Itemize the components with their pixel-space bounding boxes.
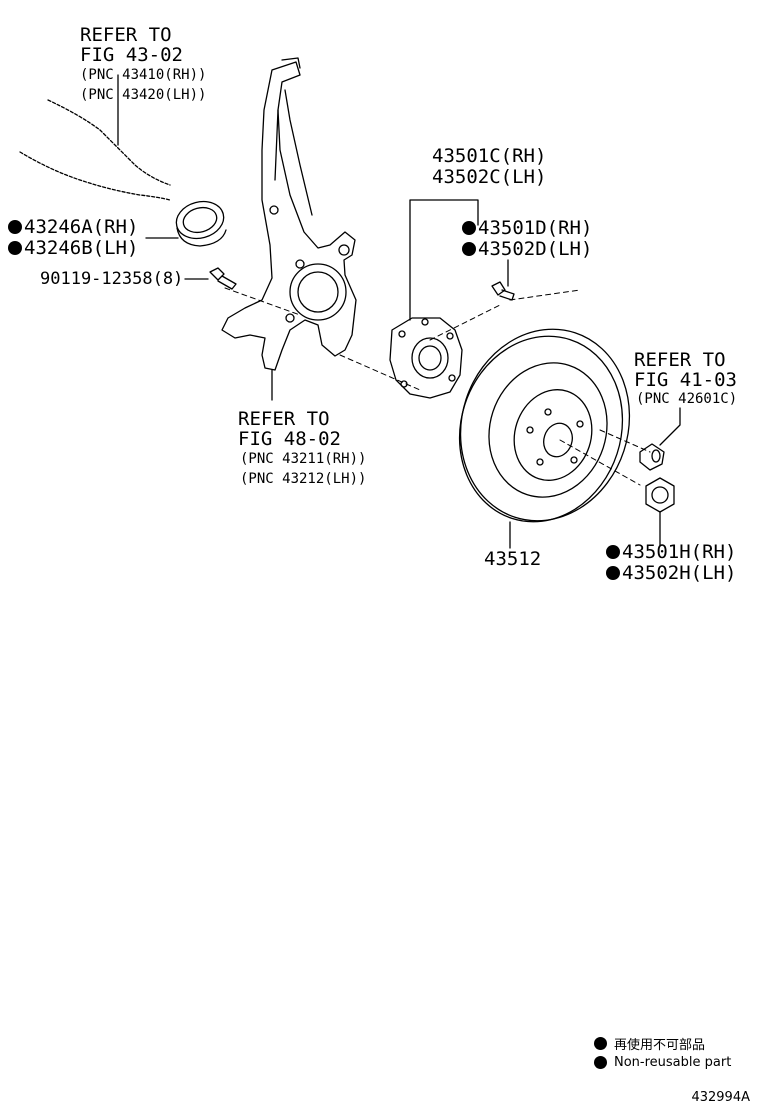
- steering-knuckle-drawing: [221, 57, 357, 371]
- hub-bolt-rh-label: 43501D(RH): [462, 219, 592, 238]
- non-reusable-icon: [594, 1056, 607, 1069]
- non-reusable-icon: [8, 220, 22, 234]
- non-reusable-icon: [462, 221, 476, 235]
- ref-48-02-fig: FIG 48-02: [238, 428, 341, 450]
- ref-43-02-title: REFER TO: [80, 24, 172, 46]
- figure-code: 432994A: [691, 1090, 750, 1105]
- hub-nut-lh-label: 43502H(LH): [606, 564, 736, 583]
- knuckle-bolt-drawing: [209, 267, 237, 290]
- brake-disc-label: 43512: [484, 548, 542, 570]
- oil-seal-drawing: [175, 200, 227, 247]
- hub-bearing-drawing: [389, 317, 463, 399]
- non-reusable-icon: [462, 242, 476, 256]
- ref-43-02-pnc-rh: (PNC 43410(RH)): [80, 67, 207, 83]
- hub-bolt-lh-label: 43502D(LH): [462, 240, 592, 259]
- non-reusable-icon: [8, 241, 22, 255]
- hub-lh-label: 43502C(LH): [432, 166, 547, 188]
- ref-43-02-pnc-lh: (PNC 43420(LH)): [80, 87, 207, 103]
- ref-41-03-title: REFER TO: [634, 349, 726, 371]
- legend-row-en: Non-reusable part: [594, 1055, 731, 1070]
- oil-seal-lh-label: 43246B(LH): [8, 239, 138, 258]
- ref-43-02-fig: FIG 43-02: [80, 44, 183, 66]
- ref-48-02-title: REFER TO: [238, 408, 330, 430]
- hub-leader: [409, 199, 479, 321]
- non-reusable-icon: [606, 566, 620, 580]
- ref-41-03-fig: FIG 41-03: [634, 369, 737, 391]
- drive-shaft-outline: [19, 99, 171, 201]
- hub-nut-drawing: [645, 477, 675, 513]
- non-reusable-icon: [606, 545, 620, 559]
- non-reusable-icon: [594, 1037, 607, 1050]
- legend-row-jp: 再使用不可部品: [594, 1034, 705, 1053]
- knuckle-bolt-label: 90119-12358(8): [40, 269, 184, 289]
- ref-48-02-pnc-lh: (PNC 43212(LH)): [240, 471, 367, 487]
- caliper-bolt-leader: [659, 407, 681, 446]
- hub-bolt-drawing: [491, 281, 515, 301]
- hub-nut-rh-label: 43501H(RH): [606, 543, 736, 562]
- oil-seal-rh-label: 43246A(RH): [8, 218, 138, 237]
- caliper-bolt-drawing: [639, 443, 665, 471]
- brake-disc-drawing: [458, 328, 631, 523]
- hub-rh-label: 43501C(RH): [432, 145, 547, 167]
- ref-41-03-pnc: (PNC 42601C): [636, 391, 738, 407]
- ref-48-02-pnc-rh: (PNC 43211(RH)): [240, 451, 367, 467]
